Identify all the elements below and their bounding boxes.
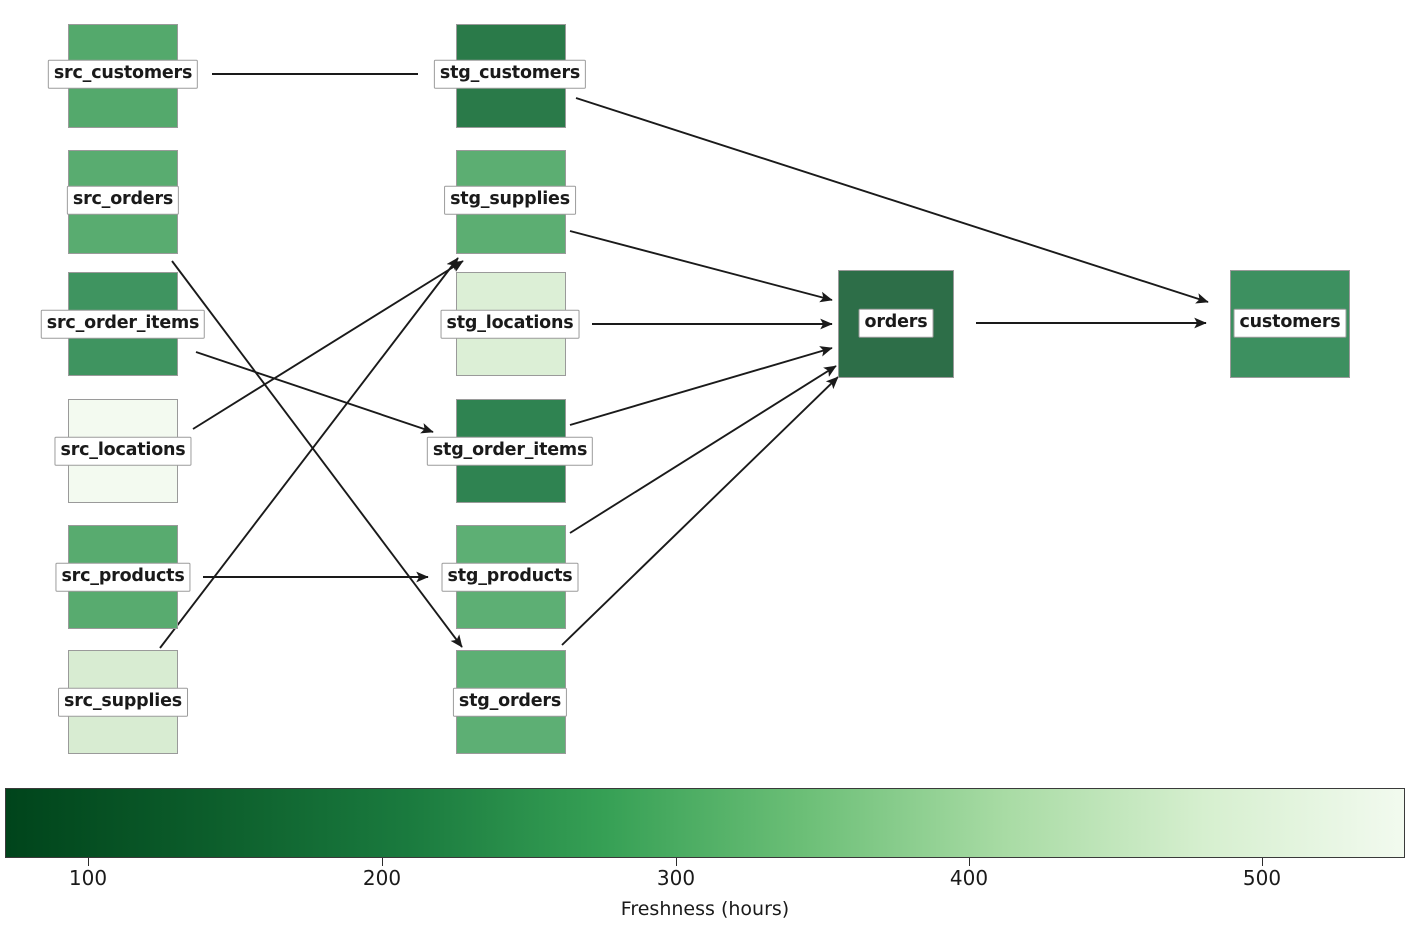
colorbar-tick-label-200: 200: [362, 866, 402, 890]
edges-group: [159, 73, 1209, 649]
colorbar-gradient[interactable]: [5, 788, 1405, 858]
edge-stg_orders-to-orders: [561, 376, 839, 646]
edge-src_orders-to-stg_orders: [171, 260, 463, 648]
node-label-stg_customers[interactable]: stg_customers: [433, 59, 587, 89]
edge-src_locations-to-stg_locations: [192, 260, 464, 430]
node-label-customers[interactable]: customers: [1233, 308, 1347, 338]
edge-stg_order_items-to-orders: [569, 346, 833, 426]
node-label-stg_supplies[interactable]: stg_supplies: [444, 185, 576, 215]
node-label-src_locations[interactable]: src_locations: [54, 436, 192, 466]
node-label-src_customers[interactable]: src_customers: [47, 59, 199, 89]
colorbar-tick-label-300: 300: [656, 866, 696, 890]
node-label-src_products[interactable]: src_products: [55, 562, 191, 592]
colorbar-tick-mark-300: [676, 858, 678, 866]
colorbar-tick-mark-200: [382, 858, 384, 866]
node-label-stg_orders[interactable]: stg_orders: [452, 687, 568, 717]
node-label-orders[interactable]: orders: [858, 308, 934, 338]
colorbar-tick-mark-400: [969, 858, 971, 866]
colorbar-axis-label: Freshness (hours): [620, 898, 790, 920]
edge-stg_products-to-orders: [569, 365, 837, 534]
colorbar-tick-label-500: 500: [1242, 866, 1282, 890]
edge-stg_supplies-to-orders: [569, 230, 833, 303]
node-label-stg_products[interactable]: stg_products: [441, 562, 579, 592]
colorbar-tick-mark-500: [1262, 858, 1264, 866]
colorbar-tick-label-100: 100: [68, 866, 108, 890]
node-label-src_orders[interactable]: src_orders: [66, 185, 180, 215]
colorbar-tick-label-400: 400: [949, 866, 989, 890]
node-label-stg_order_items[interactable]: stg_order_items: [426, 436, 594, 466]
node-label-stg_locations[interactable]: stg_locations: [440, 309, 580, 339]
edge-src_order_items-to-stg_order_items: [195, 351, 434, 434]
colorbar-tick-mark-100: [88, 858, 90, 866]
node-label-src_supplies[interactable]: src_supplies: [58, 687, 188, 717]
node-label-src_order_items[interactable]: src_order_items: [40, 309, 206, 339]
